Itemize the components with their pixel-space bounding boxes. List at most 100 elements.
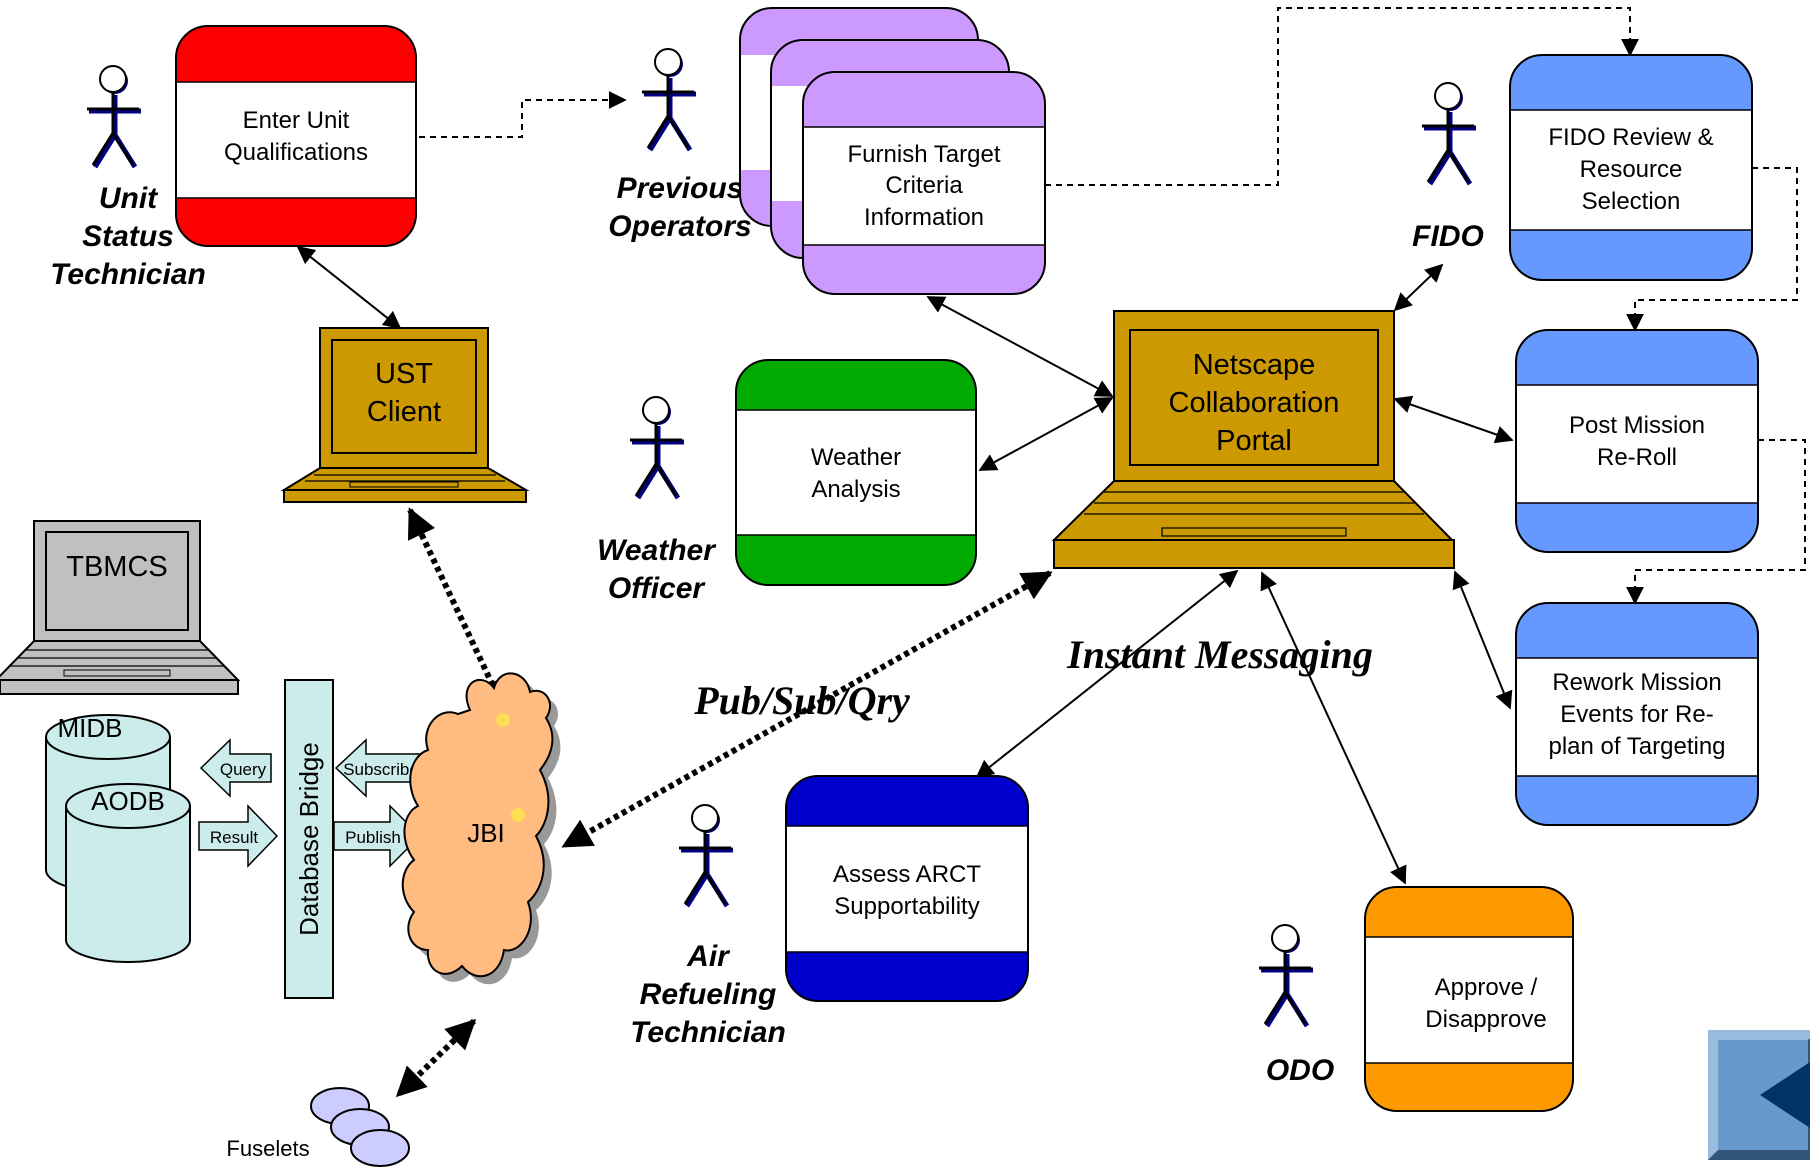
actor-label: Officer <box>608 572 706 605</box>
activity-label: Selection <box>1582 188 1681 215</box>
actor-weather-officer: Weather Officer <box>597 397 717 605</box>
actor-label: Refueling <box>640 978 777 1011</box>
laptop-icon <box>1051 310 1455 569</box>
svg-text:Query: Query <box>220 760 267 779</box>
actor-label: Previous <box>617 172 744 205</box>
flow-postmission-to-rework <box>1626 439 1806 605</box>
activity-label: Post Mission <box>1569 412 1705 439</box>
svg-text:TBMCS: TBMCS <box>66 551 168 583</box>
actor-previous-operators: Previous Operators <box>608 49 752 243</box>
svg-text:Criteria: Criteria <box>885 172 963 199</box>
svg-text:Netscape: Netscape <box>1193 349 1316 381</box>
svg-text:Unit: Unit <box>99 182 159 215</box>
svg-text:Resource: Resource <box>1580 156 1683 183</box>
activity-label: Disapprove <box>1425 1006 1546 1033</box>
svg-text:Technician: Technician <box>50 258 206 291</box>
svg-text:Officer: Officer <box>608 572 706 605</box>
activity-label: Analysis <box>811 476 900 503</box>
svg-text:Portal: Portal <box>1216 425 1292 457</box>
activity-label: Criteria <box>885 172 963 199</box>
svg-text:FIDO: FIDO <box>1412 220 1484 253</box>
link-weather-portal <box>978 397 1114 471</box>
svg-text:ODO: ODO <box>1266 1054 1334 1087</box>
svg-text:Technician: Technician <box>630 1016 786 1049</box>
actor-label: Weather <box>597 534 717 567</box>
arrow-label: Result <box>210 828 258 847</box>
activity-fido-review: FIDO Review & Resource Selection <box>1509 54 1753 281</box>
actor-label: Unit <box>99 182 159 215</box>
jbi-cloud: JBI <box>401 672 561 985</box>
connectors <box>296 7 1806 1098</box>
link-fido-portal <box>1393 263 1444 312</box>
actor-label: FIDO <box>1412 220 1484 253</box>
actor-label: Technician <box>630 1016 786 1049</box>
svg-text:FIDO Review &: FIDO Review & <box>1548 124 1713 151</box>
actor-label: ODO <box>1266 1054 1334 1087</box>
laptop-icon <box>280 327 530 503</box>
svg-text:Publish: Publish <box>345 828 401 847</box>
flow-enter-to-operators <box>364 91 627 138</box>
arrow-label: Publish <box>345 828 401 847</box>
activity-label: Furnish Target <box>848 141 1001 168</box>
computer-label: Netscape <box>1193 349 1316 381</box>
bridge-arrow-query: Query <box>199 738 272 798</box>
activity-label: plan of Targeting <box>1548 733 1725 760</box>
svg-text:Status: Status <box>82 220 174 253</box>
computer-label: Client <box>367 396 441 428</box>
actor-icon <box>679 805 733 906</box>
svg-text:Fuselets: Fuselets <box>226 1136 309 1161</box>
svg-text:Approve /: Approve / <box>1435 974 1538 1001</box>
actor-unit-status-technician: Unit Status Technician <box>50 66 206 291</box>
svg-text:Air: Air <box>686 940 731 973</box>
cloud-label: JBI <box>467 818 505 848</box>
activity-label: Assess ARCT <box>833 861 981 888</box>
svg-text:Assess ARCT: Assess ARCT <box>833 861 981 888</box>
link-rework-portal <box>1452 570 1513 710</box>
link-jbi-fuselets <box>395 1018 477 1098</box>
activity-assess-arct: Assess ARCT Supportability <box>785 775 1029 1002</box>
svg-text:Selection: Selection <box>1582 188 1681 215</box>
arrow-label: Query <box>220 760 267 779</box>
actor-icon <box>87 66 141 167</box>
store-label: AODB <box>91 786 165 816</box>
svg-text:JBI: JBI <box>467 818 505 848</box>
computer-label: UST <box>375 358 433 390</box>
svg-text:Supportability: Supportability <box>834 893 979 920</box>
svg-text:Refueling: Refueling <box>640 978 777 1011</box>
actor-label: Air <box>686 940 731 973</box>
svg-text:Previous: Previous <box>617 172 744 205</box>
link-ust-jbi <box>407 507 506 710</box>
svg-text:Information: Information <box>864 204 984 231</box>
actor-label: Technician <box>50 258 206 291</box>
svg-text:Events for Re-: Events for Re- <box>1560 701 1713 728</box>
activity-weather-analysis: Weather Analysis <box>735 359 977 586</box>
svg-text:Qualifications: Qualifications <box>224 139 368 166</box>
activity-label: Qualifications <box>224 139 368 166</box>
svg-text:Instant Messaging: Instant Messaging <box>1066 632 1373 677</box>
svg-text:Subscribe: Subscribe <box>343 760 419 779</box>
activity-label: Events for Re- <box>1560 701 1713 728</box>
fuselets: Fuselets <box>226 1087 410 1167</box>
laptop-icon <box>0 520 241 695</box>
actor-label: Operators <box>608 210 751 243</box>
bridge-label: Database Bridge <box>294 742 324 936</box>
link-furnish-portal <box>926 296 1114 397</box>
svg-text:Enter Unit: Enter Unit <box>243 107 350 134</box>
database-bridge: Database Bridge <box>284 679 334 999</box>
bridge-arrow-result: Result <box>198 804 279 868</box>
link-portal-jbi <box>561 570 1053 849</box>
svg-text:Rework Mission: Rework Mission <box>1552 669 1721 696</box>
computer-label: Collaboration <box>1169 387 1340 419</box>
svg-text:Database Bridge: Database Bridge <box>294 742 324 936</box>
activity-post-mission-reroll: Post Mission Re-Roll <box>1515 329 1759 553</box>
svg-text:plan of Targeting: plan of Targeting <box>1548 733 1725 760</box>
label-instant-messaging: Instant Messaging <box>1066 632 1373 677</box>
svg-text:AODB: AODB <box>91 786 165 816</box>
activity-label: Resource <box>1580 156 1683 183</box>
computer-label: Portal <box>1216 425 1292 457</box>
computer-ust-client: UST Client <box>280 327 530 503</box>
svg-text:Analysis: Analysis <box>811 476 900 503</box>
cylinder-aodb: AODB <box>65 783 191 963</box>
back-button[interactable] <box>1708 1030 1810 1160</box>
